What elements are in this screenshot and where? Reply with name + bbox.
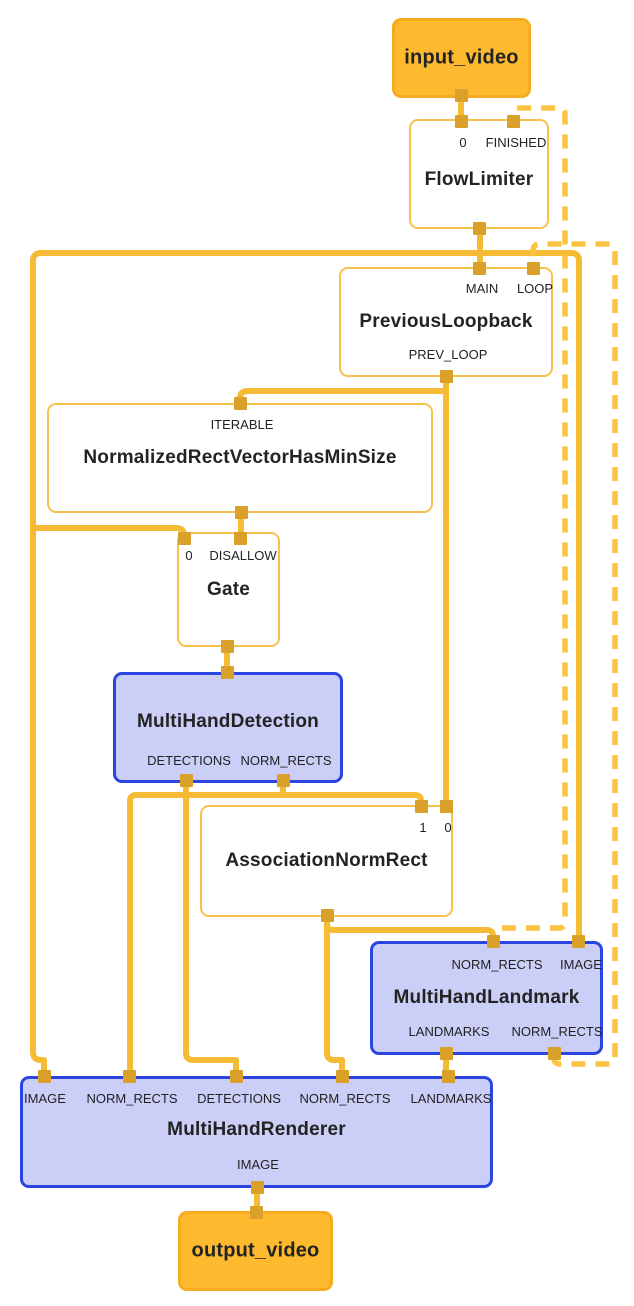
node-flow-limiter[interactable]: FlowLimiter 0 FINISHED [409,119,549,229]
port-detection-normrects-out [277,774,290,787]
node-title: input_video [404,46,519,69]
node-title: AssociationNormRect [225,850,428,871]
port-gate-disallow [234,532,247,545]
port-label-0: 0 [459,135,467,150]
port-renderer-image-out [251,1181,264,1194]
port-flowlimiter-finished [507,115,520,128]
port-renderer-detections-in [230,1070,243,1083]
port-label-disallow: DISALLOW [209,548,277,563]
port-landmark-landmarks-out [440,1047,453,1060]
node-title: MultiHandDetection [137,711,319,733]
node-title: output_video [191,1239,320,1262]
port-renderer-image-in [38,1070,51,1083]
port-detection-in [221,666,234,679]
node-title: NormalizedRectVectorHasMinSize [83,447,397,468]
edge-assoc-landmark [324,915,496,942]
port-assoc-in1 [415,800,428,813]
port-previousloopback-prevloop [440,370,453,383]
port-output-video-in [250,1206,263,1219]
node-title: MultiHandLandmark [393,987,580,1008]
node-gate[interactable]: Gate 0 DISALLOW [177,532,280,647]
node-title: PreviousLoopback [359,311,533,332]
port-label-1: 1 [419,820,427,835]
edge-assoc-renderer [324,922,345,1078]
port-label-norm-rects-out: NORM_RECTS [511,1024,603,1039]
port-label-finished: FINISHED [485,135,547,150]
port-input-video-out [455,89,468,102]
port-label-detections-in: DETECTIONS [197,1091,281,1106]
port-label-image-out: IMAGE [237,1157,279,1172]
edge-image-trunk [30,250,582,1078]
port-assoc-in0 [440,800,453,813]
edge-loop-backedge [530,241,618,1067]
edge-detections-renderer [183,780,239,1078]
node-title: Gate [206,578,251,600]
node-association-norm-rect[interactable]: AssociationNormRect 1 0 [200,805,453,917]
port-label-0: 0 [444,820,452,835]
port-detection-detections-out [180,774,193,787]
port-label-norm-rects-in: NORM_RECTS [451,957,543,972]
node-normalized-rect-vector-has-min-size[interactable]: NormalizedRectVectorHasMinSize ITERABLE [47,403,433,513]
edge-finished-backedge [502,105,568,931]
port-renderer-landmarks-in [442,1070,455,1083]
port-previousloopback-loop [527,262,540,275]
port-flowlimiter-in0 [455,115,468,128]
port-label-landmarks-in: LANDMARKS [410,1091,492,1106]
edge-image-gate0 [33,525,187,540]
port-label-image-in: IMAGE [24,1091,66,1106]
port-label-iterable: ITERABLE [210,417,274,432]
port-label-loop: LOOP [516,281,554,296]
port-renderer-normrects-in1 [336,1070,349,1083]
port-landmark-image-in [572,935,585,948]
node-multi-hand-detection[interactable]: MultiHandDetection DETECTIONS NORM_RECTS [113,672,343,783]
port-label-image-in: IMAGE [560,957,602,972]
node-multi-hand-landmark[interactable]: MultiHandLandmark NORM_RECTS IMAGE LANDM… [370,941,603,1055]
port-label-detections: DETECTIONS [147,753,231,768]
port-renderer-normrects-in0 [123,1070,136,1083]
port-minsize-iterable [234,397,247,410]
port-gate-in0 [178,532,191,545]
port-label-norm-rects-in1: NORM_RECTS [299,1091,391,1106]
port-label-norm-rects-in0: NORM_RECTS [86,1091,178,1106]
port-label-norm-rects: NORM_RECTS [240,753,332,768]
node-multi-hand-renderer[interactable]: MultiHandRenderer IMAGE NORM_RECTS DETEC… [20,1076,493,1188]
node-title: FlowLimiter [424,169,534,191]
port-assoc-out [321,909,334,922]
port-minsize-out [235,506,248,519]
port-previousloopback-main [473,262,486,275]
port-label-main: MAIN [465,281,499,296]
node-previous-loopback[interactable]: PreviousLoopback MAIN LOOP PREV_LOOP [339,267,553,377]
port-landmark-normrects-in [487,935,500,948]
port-label-landmarks-out: LANDMARKS [408,1024,490,1039]
port-gate-out [221,640,234,653]
edge-normrects-split [127,792,424,1078]
port-label-0: 0 [185,548,193,563]
node-title: MultiHandRenderer [167,1118,346,1140]
port-landmark-normrects-out [548,1047,561,1060]
node-output-video[interactable]: output_video [178,1211,333,1291]
port-flowlimiter-out [473,222,486,235]
node-input-video[interactable]: input_video [392,18,531,98]
port-label-prev-loop: PREV_LOOP [408,347,488,362]
